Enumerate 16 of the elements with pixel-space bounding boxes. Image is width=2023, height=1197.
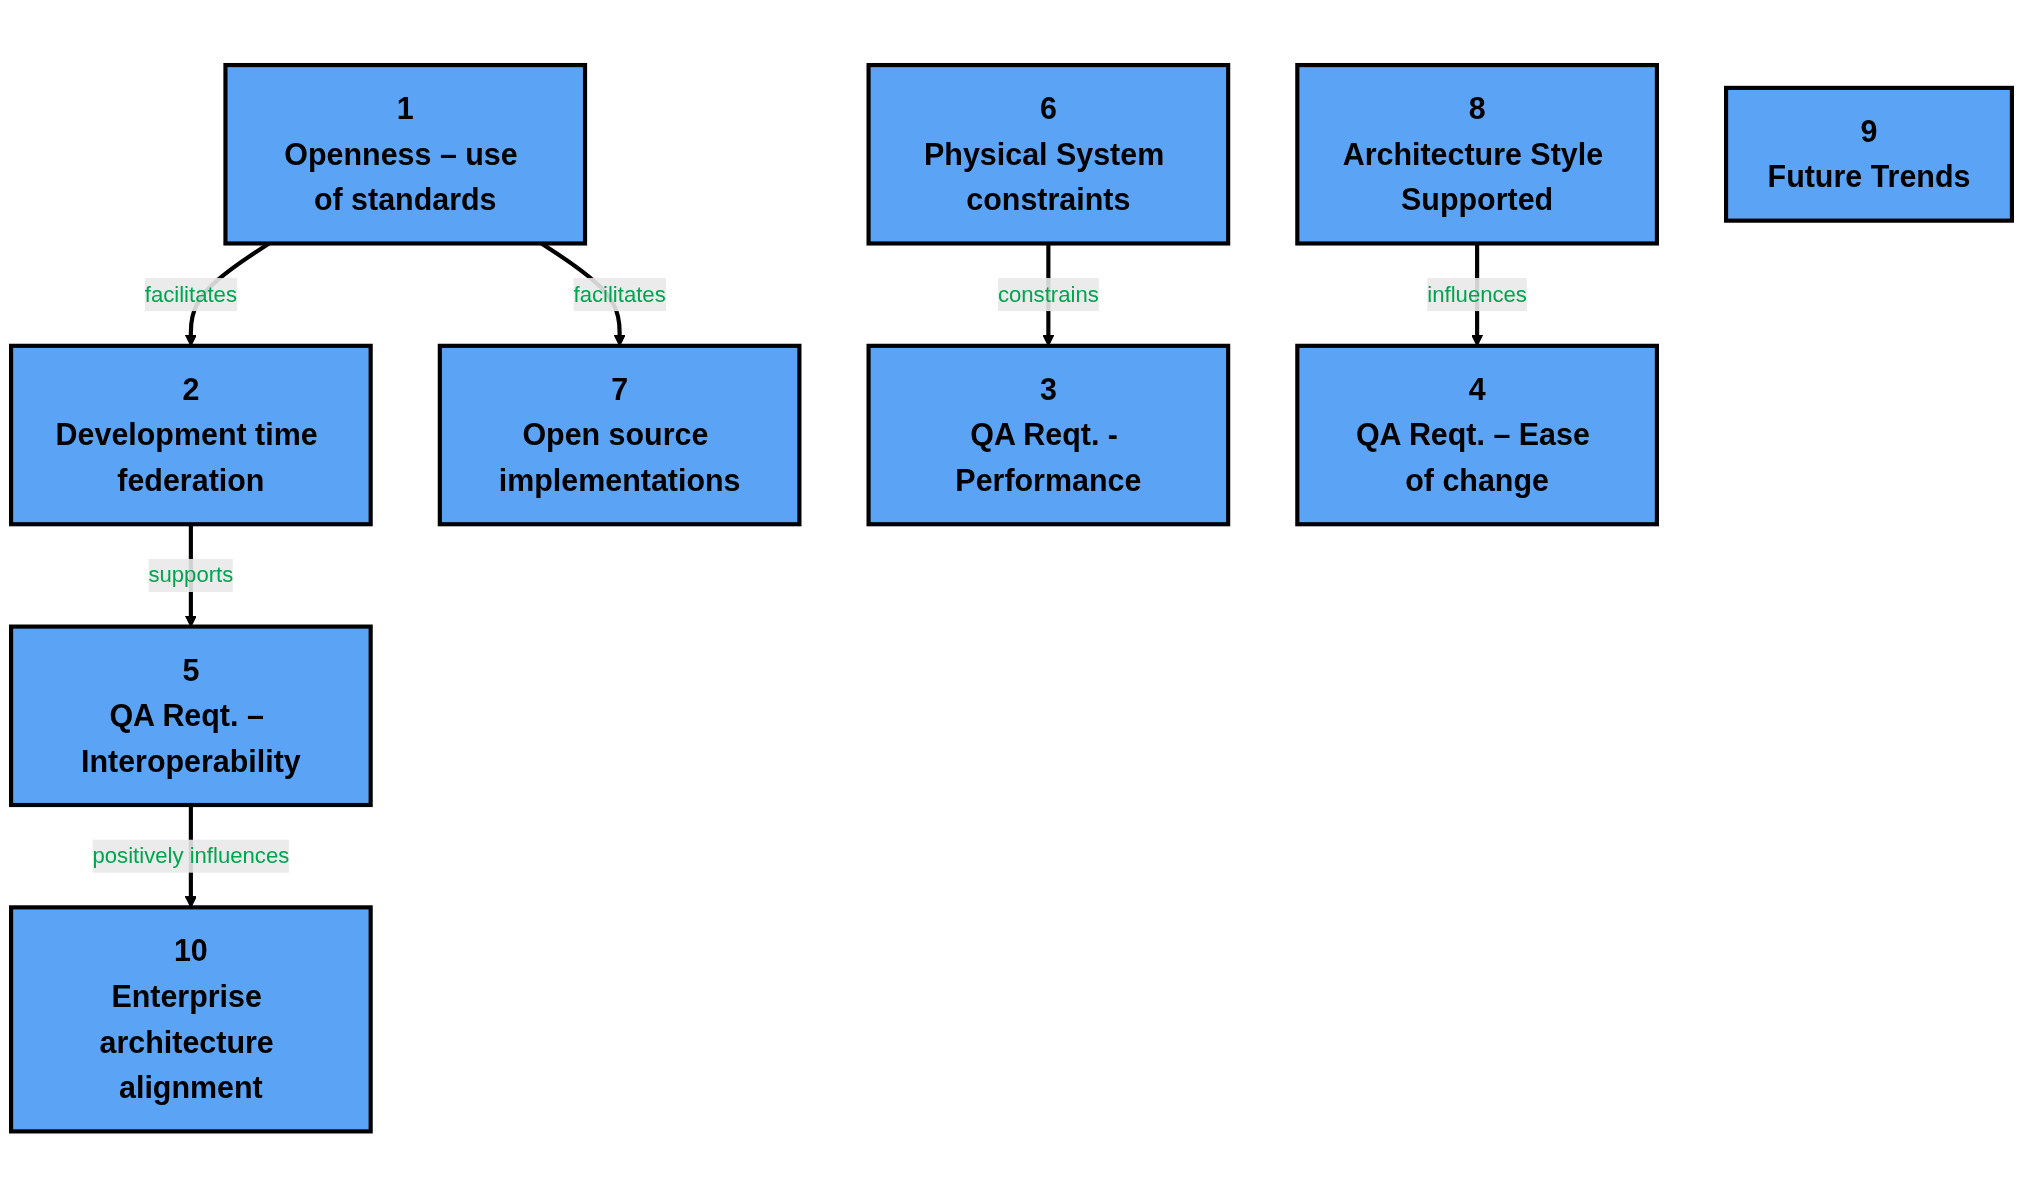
node-box: 3 QA Reqt. - Performance <box>866 344 1231 527</box>
edge-label: positively influences <box>92 843 290 868</box>
node-box: 10 Enterprise architecture alignment <box>9 905 373 1134</box>
node-box: 2 Development time federation <box>9 344 373 527</box>
node-box: 8 Architecture Style Supported <box>1295 63 1659 246</box>
edge-label: supports <box>148 563 234 587</box>
edge-label: constrains <box>997 282 1099 306</box>
node-box: 5 QA Reqt. – Interoperability <box>9 624 373 808</box>
node-box: 6 Physical System constraints <box>866 63 1231 246</box>
edge-label: influences <box>1427 282 1527 306</box>
node-box: 7 Open source implementations <box>437 344 802 527</box>
node-box: 9 Future Trends <box>1724 86 2014 223</box>
edge-label: facilitates <box>144 282 237 306</box>
node-box: 1 Openness – use of standards <box>223 63 588 246</box>
edge-label: facilitates <box>573 282 666 306</box>
node-box: 4 QA Reqt. – Ease of change <box>1295 344 1659 527</box>
